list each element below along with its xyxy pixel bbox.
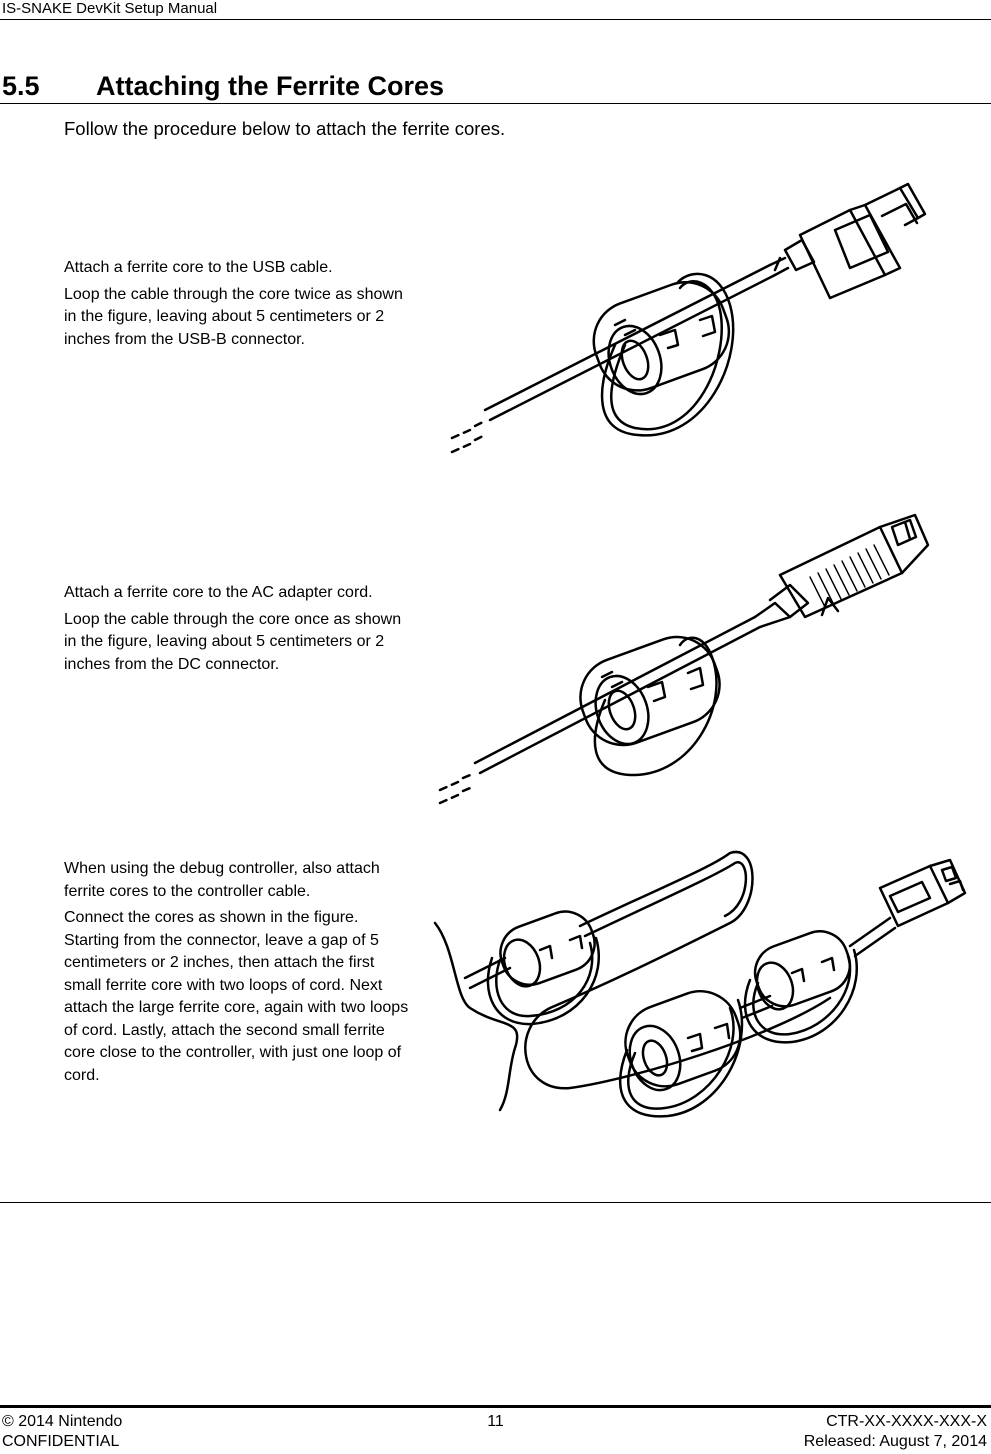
step-body: Connect the cores as shown in the figure… <box>64 909 409 1084</box>
content-end-rule <box>0 1202 991 1203</box>
section-number: 5.5 <box>2 71 40 101</box>
ac-adapter-cord-ferrite-illustration <box>430 505 950 805</box>
manual-title: IS-SNAKE DevKit Setup Manual <box>2 0 218 17</box>
step-ac-adapter: Attach a ferrite core to the AC adapter … <box>64 582 414 676</box>
page-number: 11 <box>487 1413 504 1430</box>
step-debug-controller: When using the debug controller, also at… <box>64 858 414 1087</box>
usb-cable-ferrite-illustration <box>430 170 950 470</box>
document-id: CTR-XX-XXXX-XXX-X <box>826 1413 987 1430</box>
release-date: Released: August 7, 2014 <box>803 1433 987 1450</box>
section-heading: 5.5 Attaching the Ferrite Cores <box>0 66 991 104</box>
copyright: © 2014 Nintendo <box>2 1413 123 1430</box>
section-title: Attaching the Ferrite Cores <box>96 71 445 101</box>
footer-rule <box>0 1405 991 1408</box>
step-body: Loop the cable through the core twice as… <box>64 285 403 348</box>
step-heading: Attach a ferrite core to the USB cable. <box>64 259 333 276</box>
confidential-label: CONFIDENTIAL <box>2 1433 120 1450</box>
step-heading: Attach a ferrite core to the AC adapter … <box>64 584 373 601</box>
page-header: IS-SNAKE DevKit Setup Manual <box>0 0 991 20</box>
step-usb-cable: Attach a ferrite core to the USB cable. … <box>64 257 414 351</box>
step-body: Loop the cable through the core once as … <box>64 610 402 673</box>
page-footer: © 2014 Nintendo CONFIDENTIAL 11 CTR-XX-X… <box>0 1412 991 1454</box>
intro-text: Follow the procedure below to attach the… <box>64 118 506 139</box>
controller-cable-ferrite-illustration <box>430 848 975 1118</box>
step-heading: When using the debug controller, also at… <box>64 860 380 900</box>
